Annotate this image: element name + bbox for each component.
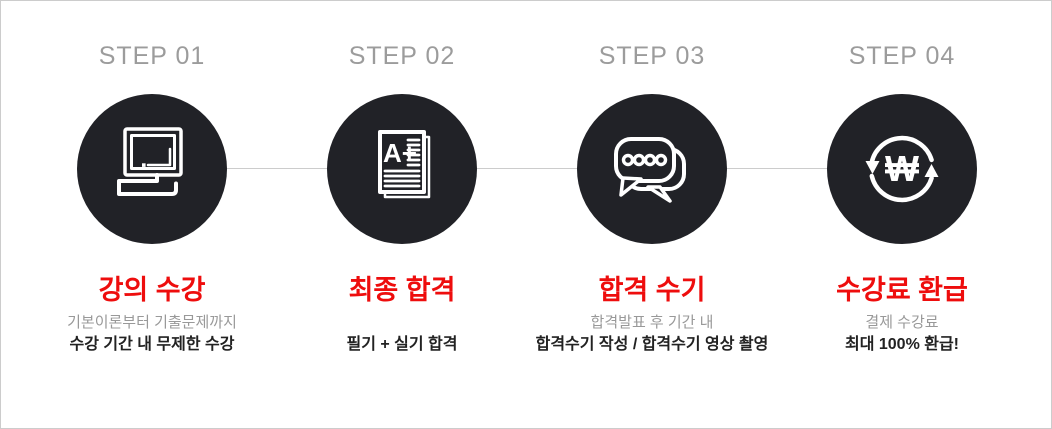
step-desc-secondary: 필기 + 실기 합격 [346, 336, 458, 353]
step-desc-secondary: 수강 기간 내 무제한 수강 [69, 336, 235, 353]
step-label: STEP 02 [348, 42, 456, 70]
step-title: 합격 수기 [598, 275, 706, 305]
won-symbol-text: ₩ [885, 148, 919, 189]
step-desc-secondary: 최대 100% 환급! [844, 336, 960, 353]
step-icon-circle: ₩ [827, 94, 977, 244]
step-label: STEP 01 [98, 42, 206, 70]
exam-paper-a-plus-icon: A+ [378, 130, 431, 199]
step-connector-line [152, 168, 902, 169]
step-desc-primary [277, 313, 527, 332]
arrow-down-head [865, 161, 880, 174]
step-column-4: STEP 04 ₩ 수강료 환급 결제 수강료 최대 100% 환급! [777, 1, 1027, 355]
step-column-1: STEP 01 강의 수강 기본이론부터 기출문제까지 수강 기간 내 무제한 … [27, 1, 277, 355]
step-column-2: STEP 02 A+ 최종 합격 필기 + 실기 합격 [277, 1, 527, 355]
step-column-3: STEP 03 합격 수기 합격발표 후 기간 내 합격수기 작성 / 합격수기… [527, 1, 777, 355]
step-title: 강의 수강 [98, 275, 206, 305]
a-plus-grade-text: A+ [383, 138, 417, 168]
step-label: STEP 04 [848, 42, 956, 70]
step-desc-primary: 합격발표 후 기간 내 [590, 314, 714, 331]
step-icon-circle [77, 94, 227, 244]
step-title: 수강료 환급 [836, 275, 968, 305]
monitor-icon [117, 127, 183, 196]
step-desc-primary: 결제 수강료 [865, 314, 939, 331]
won-refund-icon: ₩ [865, 135, 939, 203]
step-desc-primary: 기본이론부터 기출문제까지 [67, 314, 237, 331]
step-label: STEP 03 [598, 42, 706, 70]
speech-bubbles-icon [614, 137, 686, 203]
steps-row: STEP 01 강의 수강 기본이론부터 기출문제까지 수강 기간 내 무제한 … [1, 1, 1051, 355]
step-icon-circle: A+ [327, 94, 477, 244]
step-desc-secondary: 합격수기 작성 / 합격수기 영상 촬영 [535, 336, 769, 353]
step-icon-circle [577, 94, 727, 244]
arrow-up-head [924, 164, 939, 177]
step-title: 최종 합격 [348, 275, 456, 305]
